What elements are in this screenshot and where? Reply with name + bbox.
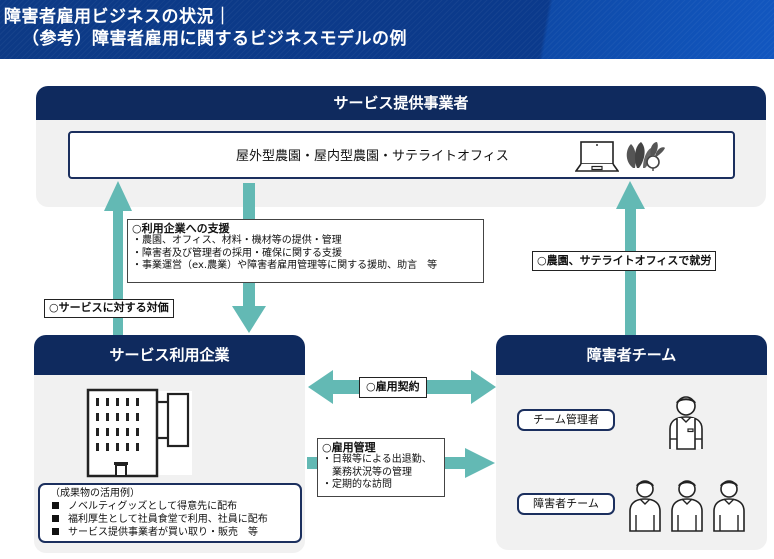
facilities-box: 屋外型農園・屋内型農園・サテライトオフィス <box>68 131 735 179</box>
support-info-box: ○利用企業への支援 ・農園、オフィス、材料・機材等の提供・管理 ・障害者及び管理… <box>127 219 484 283</box>
results-usage-box: （成果物の活用例） ノベルティグッズとして得意先に配布 福利厚生として社員食堂で… <box>38 483 302 543</box>
results-item: ノベルティグッズとして得意先に配布 <box>50 500 300 513</box>
worker-person-icon <box>629 480 661 532</box>
management-item: ・日報等による出退勤、 <box>322 454 432 465</box>
work-label: ○農園、サテライトオフィスで就労 <box>532 251 717 271</box>
worker-person-icon <box>713 480 745 532</box>
square-bullet-icon <box>52 528 59 535</box>
worker-person-icon <box>671 480 703 532</box>
management-item: ・定期的な訪問 <box>322 479 392 490</box>
vegetables-icon <box>626 142 665 171</box>
service-user-company-panel: サービス利用企業 （成果物の活用例） ノベルティグッズとして得意先に配布 福利厚… <box>34 335 305 553</box>
employment-contract-label: ○雇用契約 <box>359 377 427 398</box>
page-title: 障害者雇用ビジネスの状況｜ <box>4 7 232 27</box>
facilities-text: 屋外型農園・屋内型農園・サテライトオフィス <box>236 149 509 164</box>
disabled-team-title: 障害者チーム <box>496 335 767 375</box>
payment-arrow <box>104 181 132 335</box>
square-bullet-icon <box>52 502 59 509</box>
management-heading: ○雇用管理 <box>322 441 376 454</box>
management-item: 業務状況等の管理 <box>322 466 412 478</box>
support-heading: ○利用企業への支援 <box>132 222 230 235</box>
disabled-team-panel: 障害者チーム チーム管理者 障害者チーム <box>496 335 767 550</box>
square-bullet-icon <box>52 515 59 522</box>
support-item: ・事業運営（ex.農業）や障害者雇用管理等に関する援助、助言 等 <box>132 260 438 271</box>
office-building-icon <box>86 388 192 478</box>
team-members-label: 障害者チーム <box>517 493 615 515</box>
results-item: 福利厚生として社員食堂で利用、社員に配布 <box>50 513 300 526</box>
title-banner: 障害者雇用ビジネスの状況｜ （参考）障害者雇用に関するビジネスモデルの例 <box>0 0 774 59</box>
payment-label: ○サービスに対する対価 <box>44 299 174 318</box>
page-subtitle: （参考）障害者雇用に関するビジネスモデルの例 <box>22 29 407 49</box>
laptop-icon <box>575 141 619 172</box>
support-item: ・障害者及び管理者の採用・確保に関する支援 <box>132 247 342 259</box>
employment-management-box: ○雇用管理 ・日報等による出退勤、 業務状況等の管理 ・定期的な訪問 <box>317 438 445 497</box>
results-heading: （成果物の活用例） <box>50 488 140 499</box>
service-user-company-title: サービス利用企業 <box>34 335 305 375</box>
service-provider-title: サービス提供事業者 <box>36 86 766 120</box>
team-manager-label: チーム管理者 <box>517 409 615 431</box>
support-item: ・農園、オフィス、材料・機材等の提供・管理 <box>132 235 342 246</box>
results-item: サービス提供事業者が買い取り・販売 等 <box>50 526 300 539</box>
service-provider-panel: サービス提供事業者 屋外型農園・屋内型農園・サテライトオフィス <box>36 86 766 207</box>
manager-person-icon <box>669 396 703 450</box>
